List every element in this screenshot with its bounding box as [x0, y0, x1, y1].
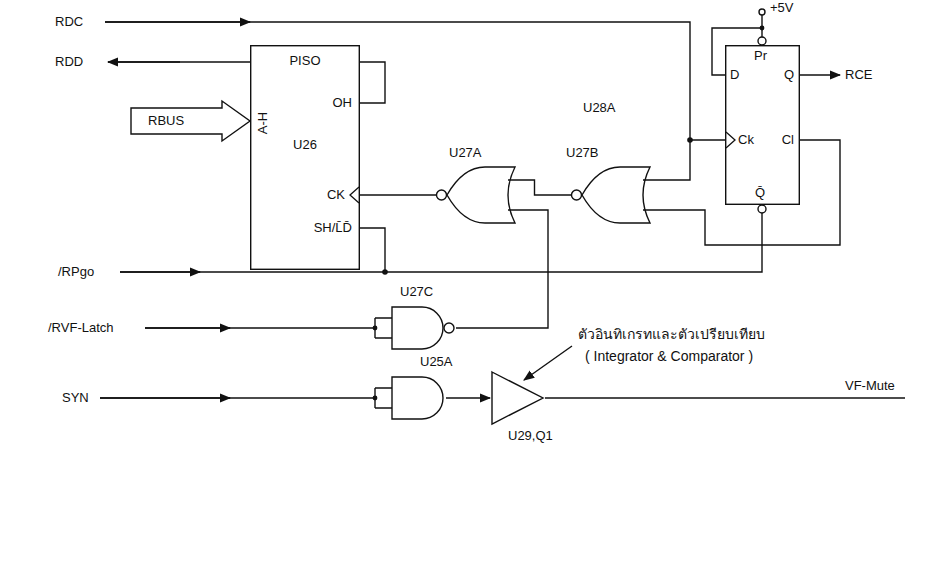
- pin-label: A-H: [255, 108, 271, 138]
- nor-gate: U27B: [570, 165, 650, 225]
- syn-arrow: [100, 397, 230, 398]
- rvf-arrow: [145, 327, 230, 328]
- junction-dot: [373, 396, 378, 401]
- part-label: U25A: [420, 354, 453, 370]
- nand-gate: U27C: [390, 305, 456, 351]
- junction-dot: [687, 137, 693, 143]
- preset-bubble: [758, 37, 766, 45]
- clear-bubble: [758, 205, 766, 213]
- part-label: U27C: [400, 284, 433, 300]
- pin-label: Q̄: [755, 185, 765, 201]
- part-label: U27A: [449, 145, 482, 161]
- shift-register-box: PISO A-HU26 OH CK SH/L̄D̄: [250, 45, 360, 270]
- junction-dot: [373, 326, 378, 331]
- rvf-wire: [145, 318, 392, 338]
- callout-text: ( Integrator & Comparator ): [585, 348, 753, 364]
- rdc-wire: [105, 22, 690, 180]
- pin-label: D: [730, 67, 739, 83]
- signal-name: VF-Mute: [845, 378, 895, 394]
- junction-dot: [760, 26, 765, 31]
- rdd-arrow: [108, 61, 180, 62]
- signal-name: /RPgo: [58, 264, 94, 280]
- signal-name: RDC: [55, 14, 83, 30]
- signal-name: SYN: [62, 390, 89, 406]
- callout-text: ตัวอินทิเกรทและตัวเปรียบเทียบ: [578, 326, 765, 342]
- pin-label: Pr: [754, 48, 767, 64]
- ck-wire: [690, 139, 725, 140]
- pin-label: U26: [250, 137, 360, 153]
- rpgo-arrow: [120, 271, 200, 272]
- signal-name: RDD: [55, 54, 83, 70]
- pin-label: RBUS: [148, 113, 184, 129]
- syn-wire: [100, 388, 392, 408]
- junction-dot: [382, 269, 388, 275]
- vfmute-wire: [545, 397, 905, 398]
- shld-wire: [360, 228, 385, 272]
- part-label: U29,Q1: [508, 428, 553, 444]
- part-label: U27B: [566, 145, 599, 161]
- callout-arrow: [524, 346, 572, 380]
- integrator-comparator-outline: [490, 370, 545, 426]
- integrator-comparator: U29,Q1: [490, 370, 545, 426]
- pin-label: PISO: [250, 53, 360, 69]
- signal-name: /RVF-Latch: [48, 320, 114, 336]
- signal-name: RCE: [845, 67, 872, 83]
- shift-register-box-outline: [250, 45, 360, 270]
- nor-gate: U27A: [435, 165, 515, 225]
- pin-label: Ck: [738, 132, 754, 148]
- wire-connector: [446, 397, 490, 398]
- vcc-terminal: [759, 9, 765, 15]
- wire-connector: [515, 180, 571, 195]
- bus-arrow: RBUS: [130, 100, 252, 142]
- pin-label: CK: [327, 187, 345, 203]
- supply-label: +5V: [770, 0, 794, 16]
- nand-gate-outline: [390, 305, 456, 351]
- pin-label: Q: [784, 67, 794, 83]
- part-label: U28A: [583, 100, 616, 116]
- and-gate: U25A: [390, 375, 446, 421]
- rce-wire: [800, 74, 840, 75]
- wire-connector: [360, 194, 436, 195]
- flip-flop-box: U28ADPrQCkClQ̄: [725, 45, 800, 205]
- nor-gate-outline: [435, 165, 515, 225]
- pin-label: OH: [333, 95, 353, 111]
- rdc-arrow: [105, 21, 250, 22]
- pin-label: Cl: [782, 132, 794, 148]
- wire-connector: [456, 210, 548, 328]
- nor-gate-outline: [570, 165, 650, 225]
- pin-label: SH/L̄D̄: [314, 220, 352, 236]
- and-gate-outline: [390, 375, 446, 421]
- rpgo-wire: [120, 213, 762, 272]
